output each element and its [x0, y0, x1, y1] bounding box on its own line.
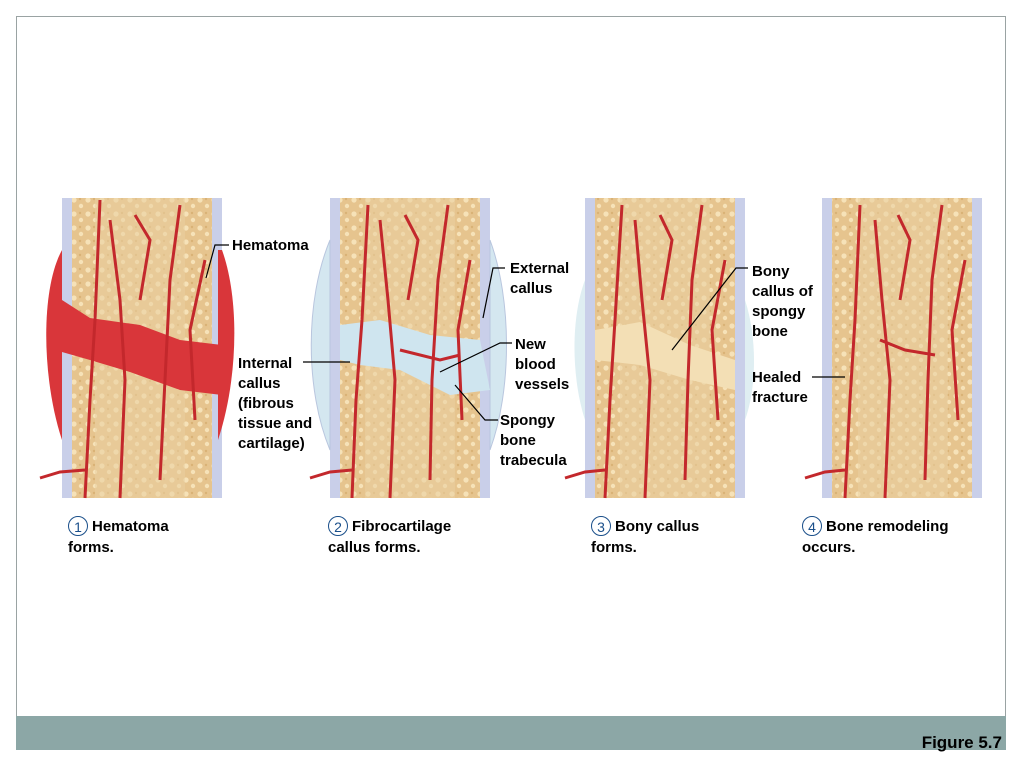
label-line: trabecula [500, 452, 567, 469]
blood-vessels [564, 204, 727, 499]
caption-line: Bony callus [615, 518, 700, 535]
figure-label: Figure 5.7 [921, 733, 1002, 752]
caption-line: Bone remodeling [826, 518, 949, 535]
label-bony-callus: Bony callus of spongy bone [752, 262, 813, 342]
label-line: Spongy [500, 412, 555, 429]
label-line: tissue and [238, 415, 313, 432]
panel-remodeling [804, 198, 982, 499]
hematoma-left [46, 250, 62, 440]
label-line: bone [752, 323, 788, 340]
leader-lines [205, 244, 845, 421]
label-line: callus [238, 375, 281, 392]
label-line: Healed [752, 369, 802, 386]
label-line: Internal [238, 355, 293, 372]
step-number-icon: 2 [328, 516, 348, 536]
caption-line: Hematoma [92, 518, 169, 535]
label-line: External [510, 260, 570, 277]
label-line: bone [500, 432, 536, 449]
label-healed-fracture: Healed fracture [752, 368, 808, 408]
caption-line: Fibrocartilage [352, 518, 452, 535]
external-callus-left [310, 239, 331, 451]
label-line: fracture [752, 389, 808, 406]
step-number-icon: 3 [591, 516, 611, 536]
label-internal-callus: Internal callus (fibrous tissue and cart… [238, 354, 312, 454]
label-line: vessels [515, 376, 570, 393]
bony-callus-left [574, 280, 585, 420]
caption-line: forms. [591, 539, 637, 556]
fibrocartilage-callus [340, 320, 490, 395]
label-line: Bony [752, 263, 790, 280]
panel-bony-callus [564, 198, 755, 499]
label-hematoma: Hematoma [232, 237, 309, 254]
label-new-blood-vessels: New blood vessels [515, 335, 569, 395]
step-number-icon: 1 [68, 516, 88, 536]
label-spongy-bone-trabecula: Spongy bone trabecula [500, 411, 567, 471]
panel-fibrocartilage [309, 198, 507, 499]
label-line: spongy [752, 303, 806, 320]
hematoma-right [218, 250, 235, 440]
label-line: (fibrous [238, 395, 294, 412]
step-number-icon: 4 [802, 516, 822, 536]
panel-hematoma [39, 198, 235, 499]
bony-callus-right [745, 300, 755, 420]
label-line: New [515, 336, 546, 353]
external-callus-right [489, 239, 507, 451]
label-line: cartilage) [238, 435, 305, 452]
caption-line: occurs. [802, 539, 856, 556]
blood-vessels [804, 204, 967, 499]
blood-vessels [309, 204, 472, 499]
label-line: callus [510, 280, 553, 297]
label-external-callus: External callus [510, 259, 569, 299]
caption-line: callus forms. [328, 539, 421, 556]
label-line: blood [515, 356, 556, 373]
caption-line: forms. [68, 539, 114, 556]
blood-vessels [39, 199, 207, 499]
hematoma-band [62, 300, 222, 395]
label-line: callus of [752, 283, 813, 300]
spongy-bone-callus [595, 322, 735, 390]
footer-bar [16, 716, 1006, 750]
